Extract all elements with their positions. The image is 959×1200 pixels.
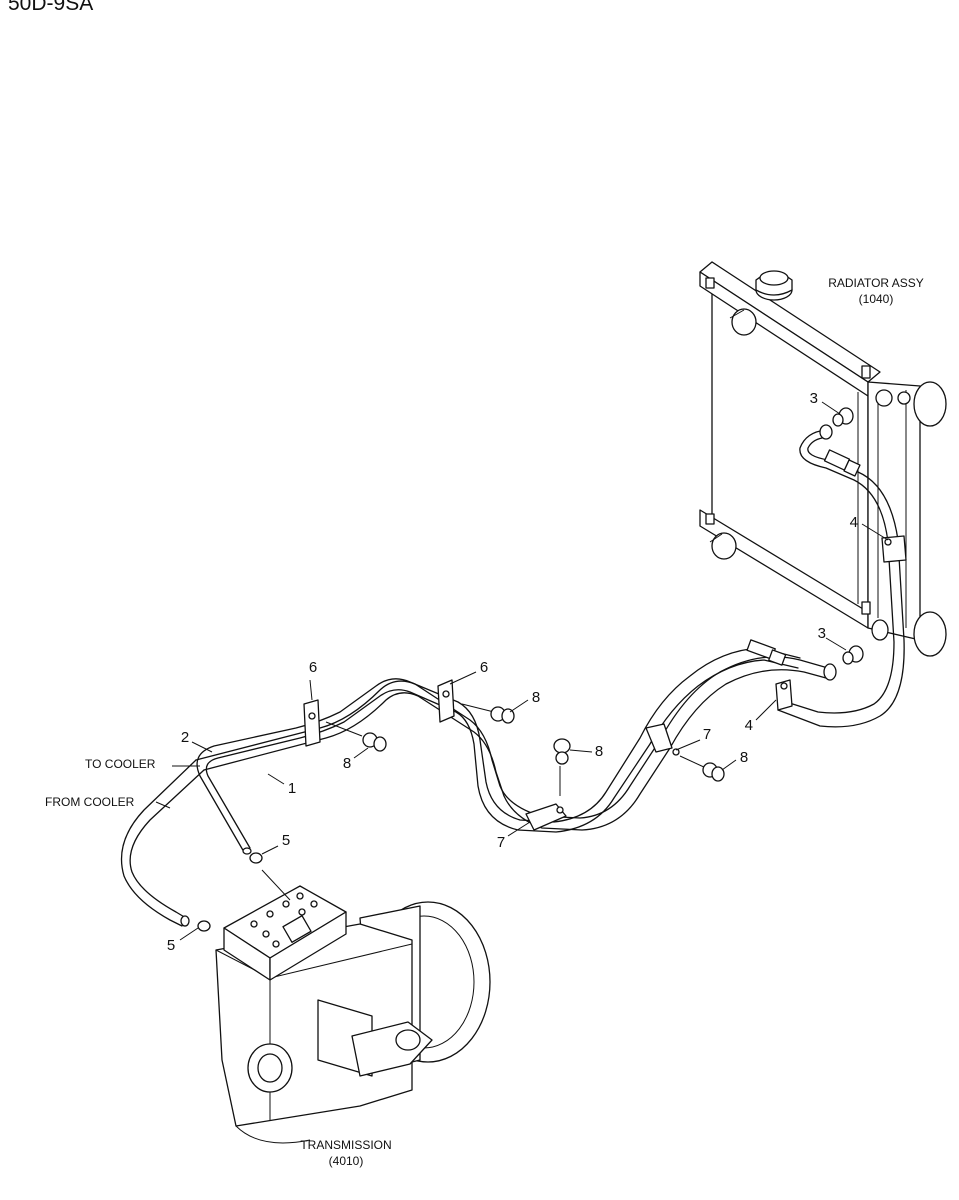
clamp-6-right (437, 679, 455, 723)
o-ring-5-lower (197, 920, 211, 932)
callout-6-right: 6 (480, 659, 488, 676)
callout-3-lower: 3 (818, 625, 826, 642)
callout-3-upper: 3 (810, 390, 818, 407)
callout-8-b: 8 (532, 689, 540, 706)
leader-lines (155, 401, 889, 941)
transmission-assembly (215, 885, 491, 1144)
callout-7-lower: 7 (497, 834, 505, 851)
bolt-8-c (553, 738, 571, 796)
radiator-assembly (699, 261, 947, 657)
radiator-hose-4 (777, 429, 905, 728)
from-cooler-label: FROM COOLER (45, 795, 135, 809)
transmission-ref-label: (4010) (329, 1154, 364, 1168)
radiator-ref-label: (1040) (859, 292, 894, 306)
callout-6-left: 6 (309, 659, 317, 676)
clamp-6-left (303, 699, 321, 747)
callout-4-lower: 4 (745, 717, 753, 734)
o-ring-5-upper (249, 852, 291, 901)
callout-1: 1 (288, 780, 296, 797)
radiator-name-label: RADIATOR ASSY (828, 276, 924, 290)
callout-2: 2 (181, 729, 189, 746)
callout-8-c: 8 (595, 743, 603, 760)
callout-5-upper: 5 (282, 832, 290, 849)
bolt-8-b (461, 703, 515, 724)
oil-line-1 (195, 656, 829, 831)
bolt-8-a (325, 721, 387, 752)
fitting-3-upper (819, 407, 854, 440)
clamp-7-right (645, 723, 680, 756)
fitting-3-lower (842, 645, 864, 665)
transmission-name-label: TRANSMISSION (300, 1138, 391, 1152)
clamp-4-upper (881, 535, 907, 563)
oil-line-from-cooler (120, 759, 205, 927)
callout-4-upper: 4 (850, 514, 858, 531)
callout-5-lower: 5 (167, 937, 175, 954)
bolt-8-d (679, 755, 725, 782)
callout-8-d: 8 (740, 749, 748, 766)
clamp-7-lower (525, 803, 567, 831)
clamp-4-lower (775, 679, 793, 711)
to-cooler-label: TO COOLER (85, 757, 156, 771)
lower-connector (746, 639, 837, 681)
callout-7-right: 7 (703, 726, 711, 743)
callout-8-a: 8 (343, 755, 351, 772)
page-title: 50D-9SA (8, 0, 93, 15)
